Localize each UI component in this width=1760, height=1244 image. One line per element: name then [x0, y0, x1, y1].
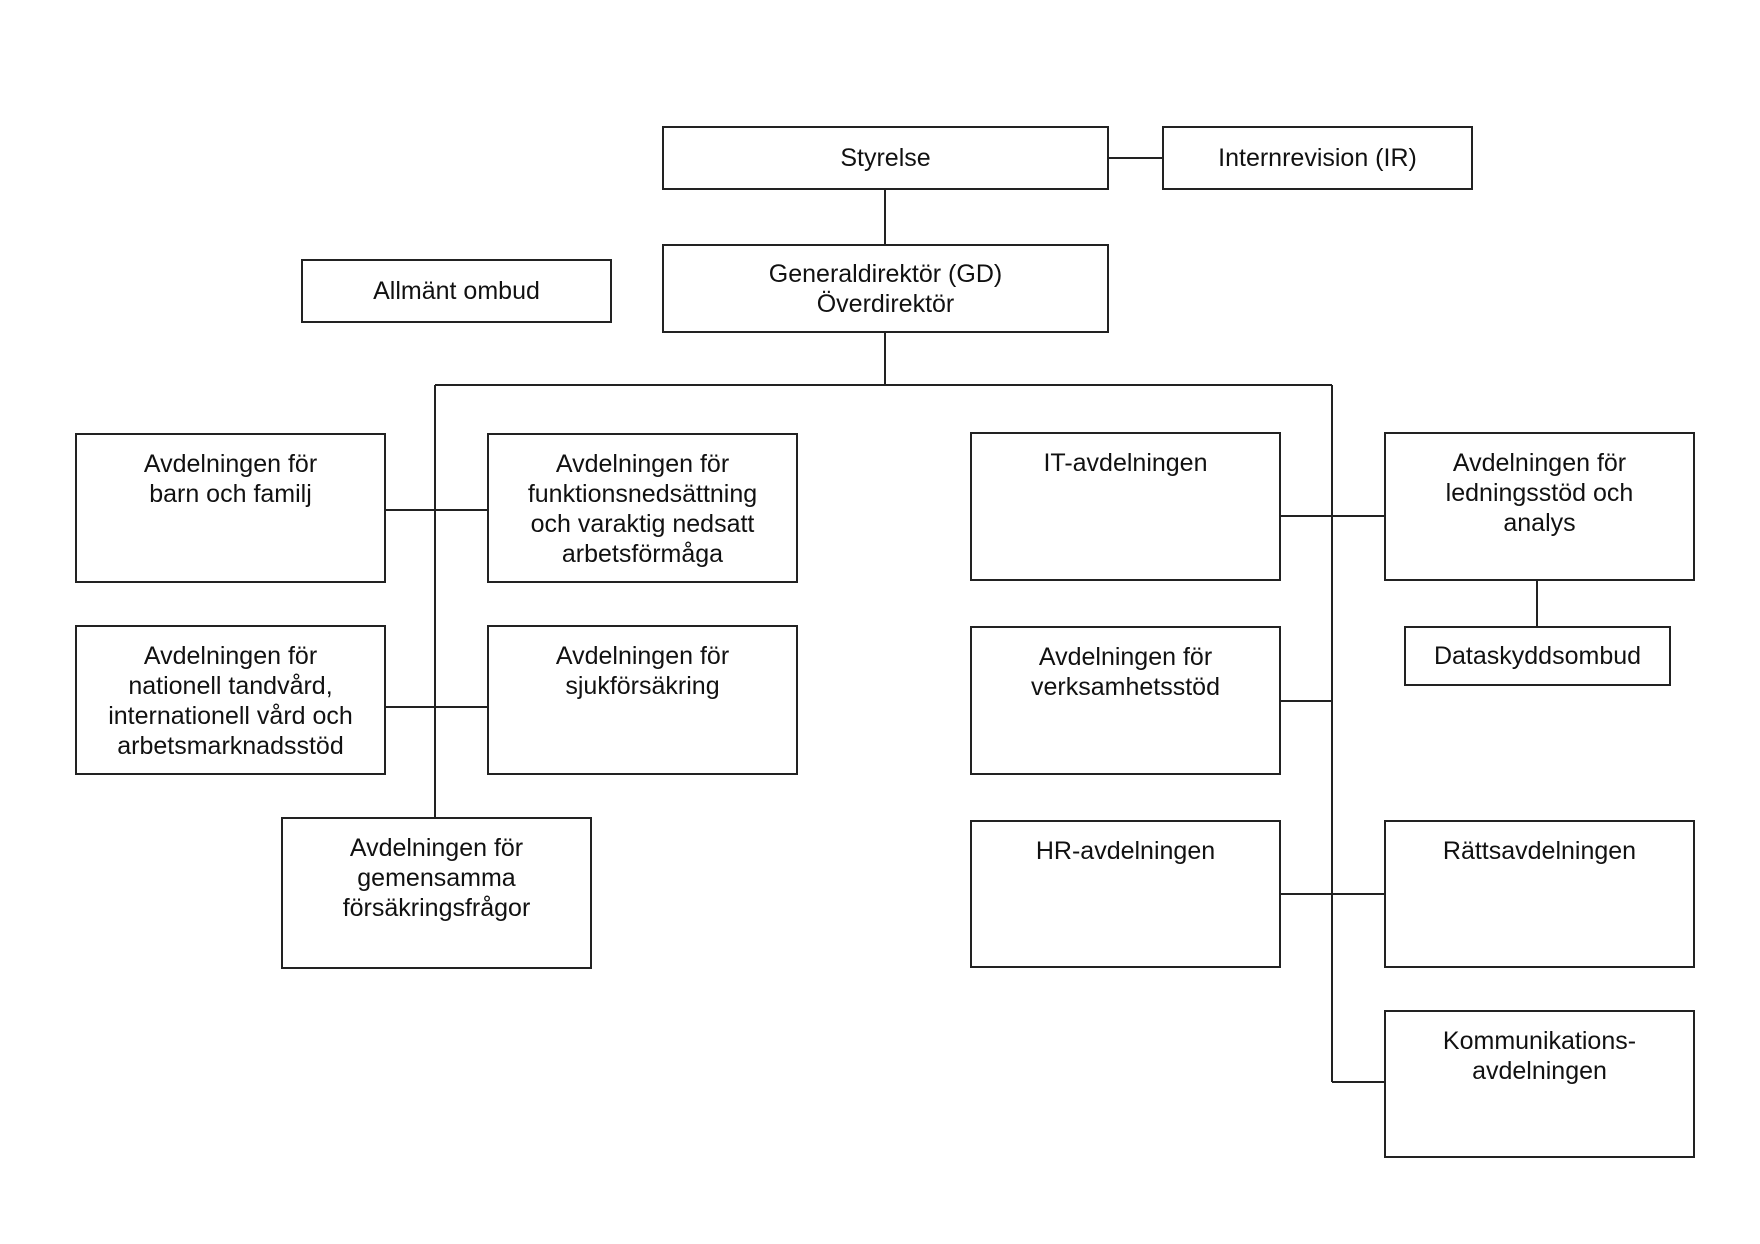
dept-sjukforsakring-label: Avdelningen för sjukförsäkring — [555, 642, 730, 700]
allmant-ombud-box: Allmänt ombud — [301, 259, 612, 323]
dept-barn-familj-box: Avdelningen för barn och familj — [75, 433, 386, 583]
styrelse-label: Styrelse — [840, 144, 931, 172]
dataskyddsombud-box: Dataskyddsombud — [1404, 626, 1671, 686]
dept-verksamhetsstod-label: Avdelningen för verksamhetsstöd — [1031, 643, 1220, 701]
dept-kommunikation-label: Kommunikations- avdelningen — [1442, 1027, 1637, 1085]
gd-box: Generaldirektör (GD) Överdirektör — [662, 244, 1109, 333]
internrevision-box: Internrevision (IR) — [1162, 126, 1473, 190]
dept-barn-familj-label: Avdelningen för barn och familj — [143, 450, 318, 508]
allmant-ombud-label: Allmänt ombud — [373, 277, 540, 305]
gd-label: Generaldirektör (GD) Överdirektör — [768, 259, 1003, 318]
dept-ratt-box: Rättsavdelningen — [1384, 820, 1695, 968]
dept-it-box: IT-avdelningen — [970, 432, 1281, 581]
dept-gemensamma-label: Avdelningen för gemensamma försäkringsfr… — [342, 834, 531, 922]
dept-verksamhetsstod-box: Avdelningen för verksamhetsstöd — [970, 626, 1281, 775]
dept-ratt-label: Rättsavdelningen — [1442, 837, 1637, 865]
dept-ledningsstod-box: Avdelningen för ledningsstöd och analys — [1384, 432, 1695, 581]
internrevision-label: Internrevision (IR) — [1218, 144, 1417, 172]
dept-hr-box: HR-avdelningen — [970, 820, 1281, 968]
dept-hr-label: HR-avdelningen — [1035, 837, 1216, 865]
dept-funktionsnedsattning-box: Avdelningen för funktionsnedsättning och… — [487, 433, 798, 583]
dataskyddsombud-label: Dataskyddsombud — [1433, 642, 1642, 670]
dept-ledningsstod-label: Avdelningen för ledningsstöd och analys — [1445, 449, 1634, 537]
dept-it-label: IT-avdelningen — [1043, 449, 1208, 477]
dept-sjukforsakring-box: Avdelningen för sjukförsäkring — [487, 625, 798, 775]
dept-nationell-tandvard-box: Avdelningen för nationell tandvård, inte… — [75, 625, 386, 775]
dept-funktionsnedsattning-label: Avdelningen för funktionsnedsättning och… — [527, 450, 758, 568]
dept-kommunikation-box: Kommunikations- avdelningen — [1384, 1010, 1695, 1158]
dept-gemensamma-box: Avdelningen för gemensamma försäkringsfr… — [281, 817, 592, 969]
dept-nationell-tandvard-label: Avdelningen för nationell tandvård, inte… — [108, 642, 353, 760]
styrelse-box: Styrelse — [662, 126, 1109, 190]
